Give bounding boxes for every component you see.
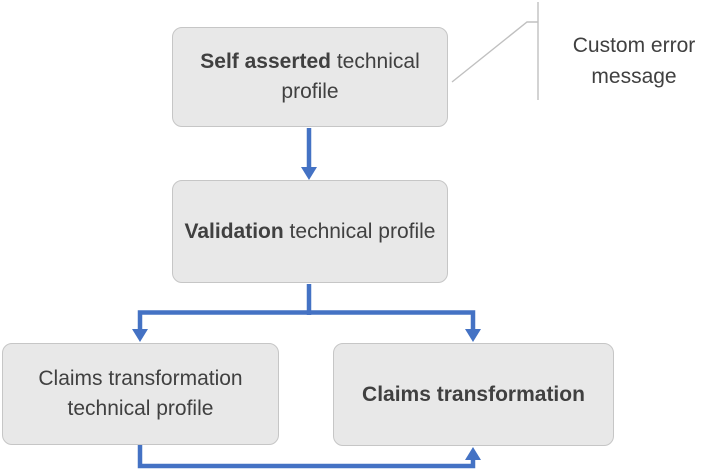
arrow-bottom-loop-elbow	[137, 444, 476, 469]
node-label: Claims transformation	[362, 380, 585, 410]
arrow-to-claims-tp-head	[132, 329, 148, 342]
node-claims-transformation-technical-profile: Claims transformation technical profile	[2, 343, 279, 445]
node-label-bold: Self asserted	[200, 50, 332, 73]
node-label-regular: technical profile	[283, 219, 436, 243]
node-label: Claims transformation technical profile	[11, 364, 270, 424]
node-label-bold: Claims transformation	[362, 382, 585, 406]
node-label: Validation technical profile	[185, 217, 436, 247]
callout-leader-line	[451, 21, 538, 83]
node-label: Self asserted technical profile	[181, 47, 439, 107]
arrow-self-asserted-to-validation-head	[301, 167, 317, 180]
callout-label: Custom error message	[572, 34, 696, 88]
node-label-regular: technical profile	[281, 50, 420, 103]
arrow-bottom-loop-head	[465, 447, 481, 460]
node-validation-technical-profile: Validation technical profile	[172, 180, 448, 283]
node-self-asserted-technical-profile: Self asserted technical profile	[172, 27, 448, 127]
node-label-regular: Claims transformation technical profile	[38, 367, 243, 420]
node-claims-transformation: Claims transformation	[333, 343, 614, 446]
arrow-to-claims-transformation-head	[465, 329, 481, 342]
node-label-bold: Validation	[184, 219, 284, 243]
arrow-validation-split-elbow	[137, 310, 476, 330]
